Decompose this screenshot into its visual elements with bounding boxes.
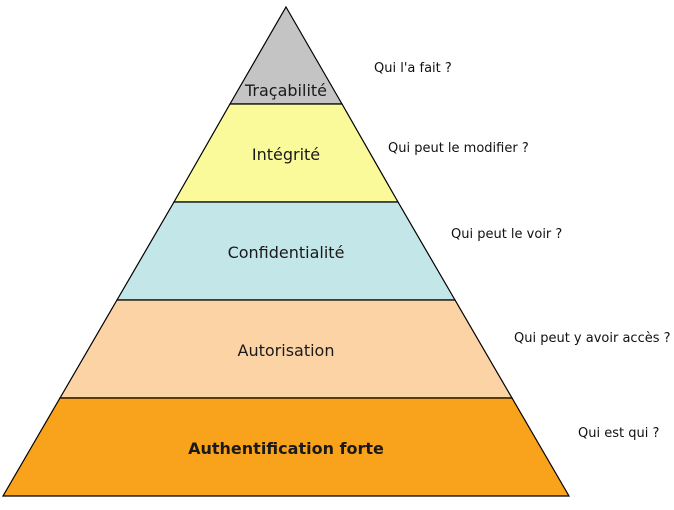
layer-label-tracabilite: Traçabilité xyxy=(244,81,327,100)
question-autorisation: Qui peut y avoir accès ? xyxy=(514,331,671,346)
question-integrite: Qui peut le modifier ? xyxy=(388,141,529,156)
question-tracabilite: Qui l'a fait ? xyxy=(374,61,452,76)
layer-shape-authentification xyxy=(1,397,571,497)
layer-label-confidentialite: Confidentialité xyxy=(228,243,345,262)
question-confidentialite: Qui peut le voir ? xyxy=(451,227,563,242)
layer-label-autorisation: Autorisation xyxy=(238,341,335,360)
layer-label-integrite: Intégrité xyxy=(252,145,320,164)
layer-label-authentification: Authentification forte xyxy=(188,439,384,458)
question-authentification: Qui est qui ? xyxy=(578,426,660,441)
